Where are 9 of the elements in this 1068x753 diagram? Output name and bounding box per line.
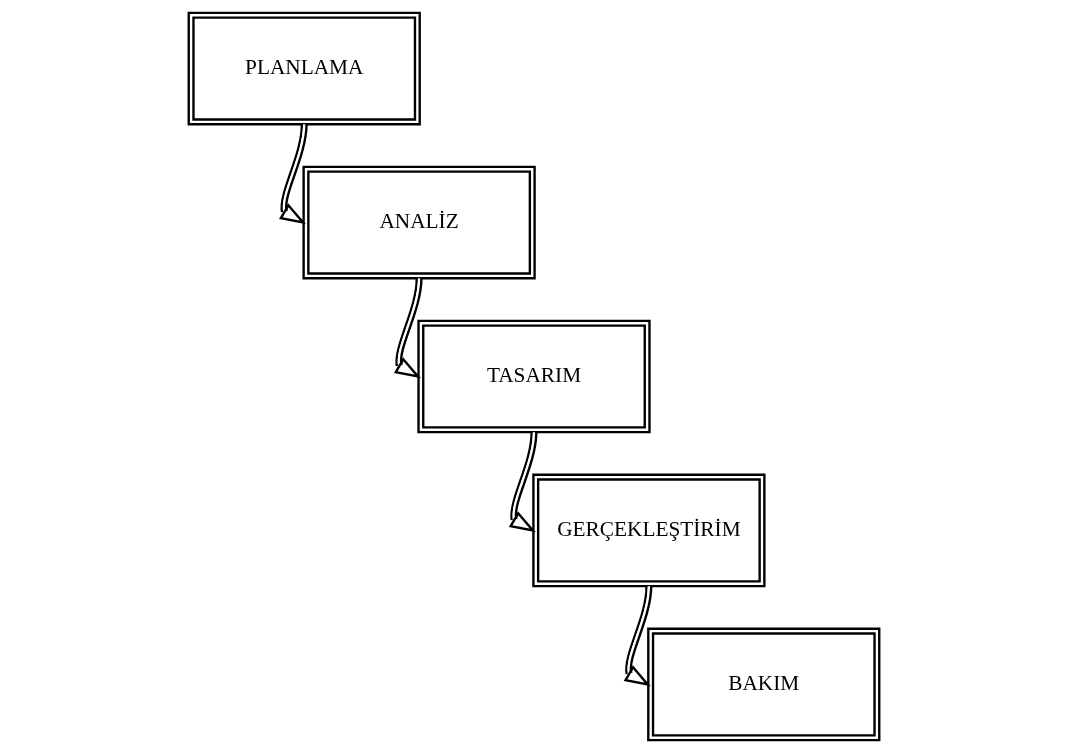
arrow <box>279 124 308 225</box>
arrow <box>393 278 423 379</box>
node-box: GERÇEKLEŞTİRİM <box>532 473 766 588</box>
arrow <box>508 432 538 533</box>
node-box: TASARIM <box>417 319 651 434</box>
node-box: PLANLAMA <box>187 11 421 126</box>
node-box: ANALİZ <box>302 165 536 280</box>
arrow <box>623 586 653 687</box>
node-box: BAKIM <box>647 627 881 742</box>
